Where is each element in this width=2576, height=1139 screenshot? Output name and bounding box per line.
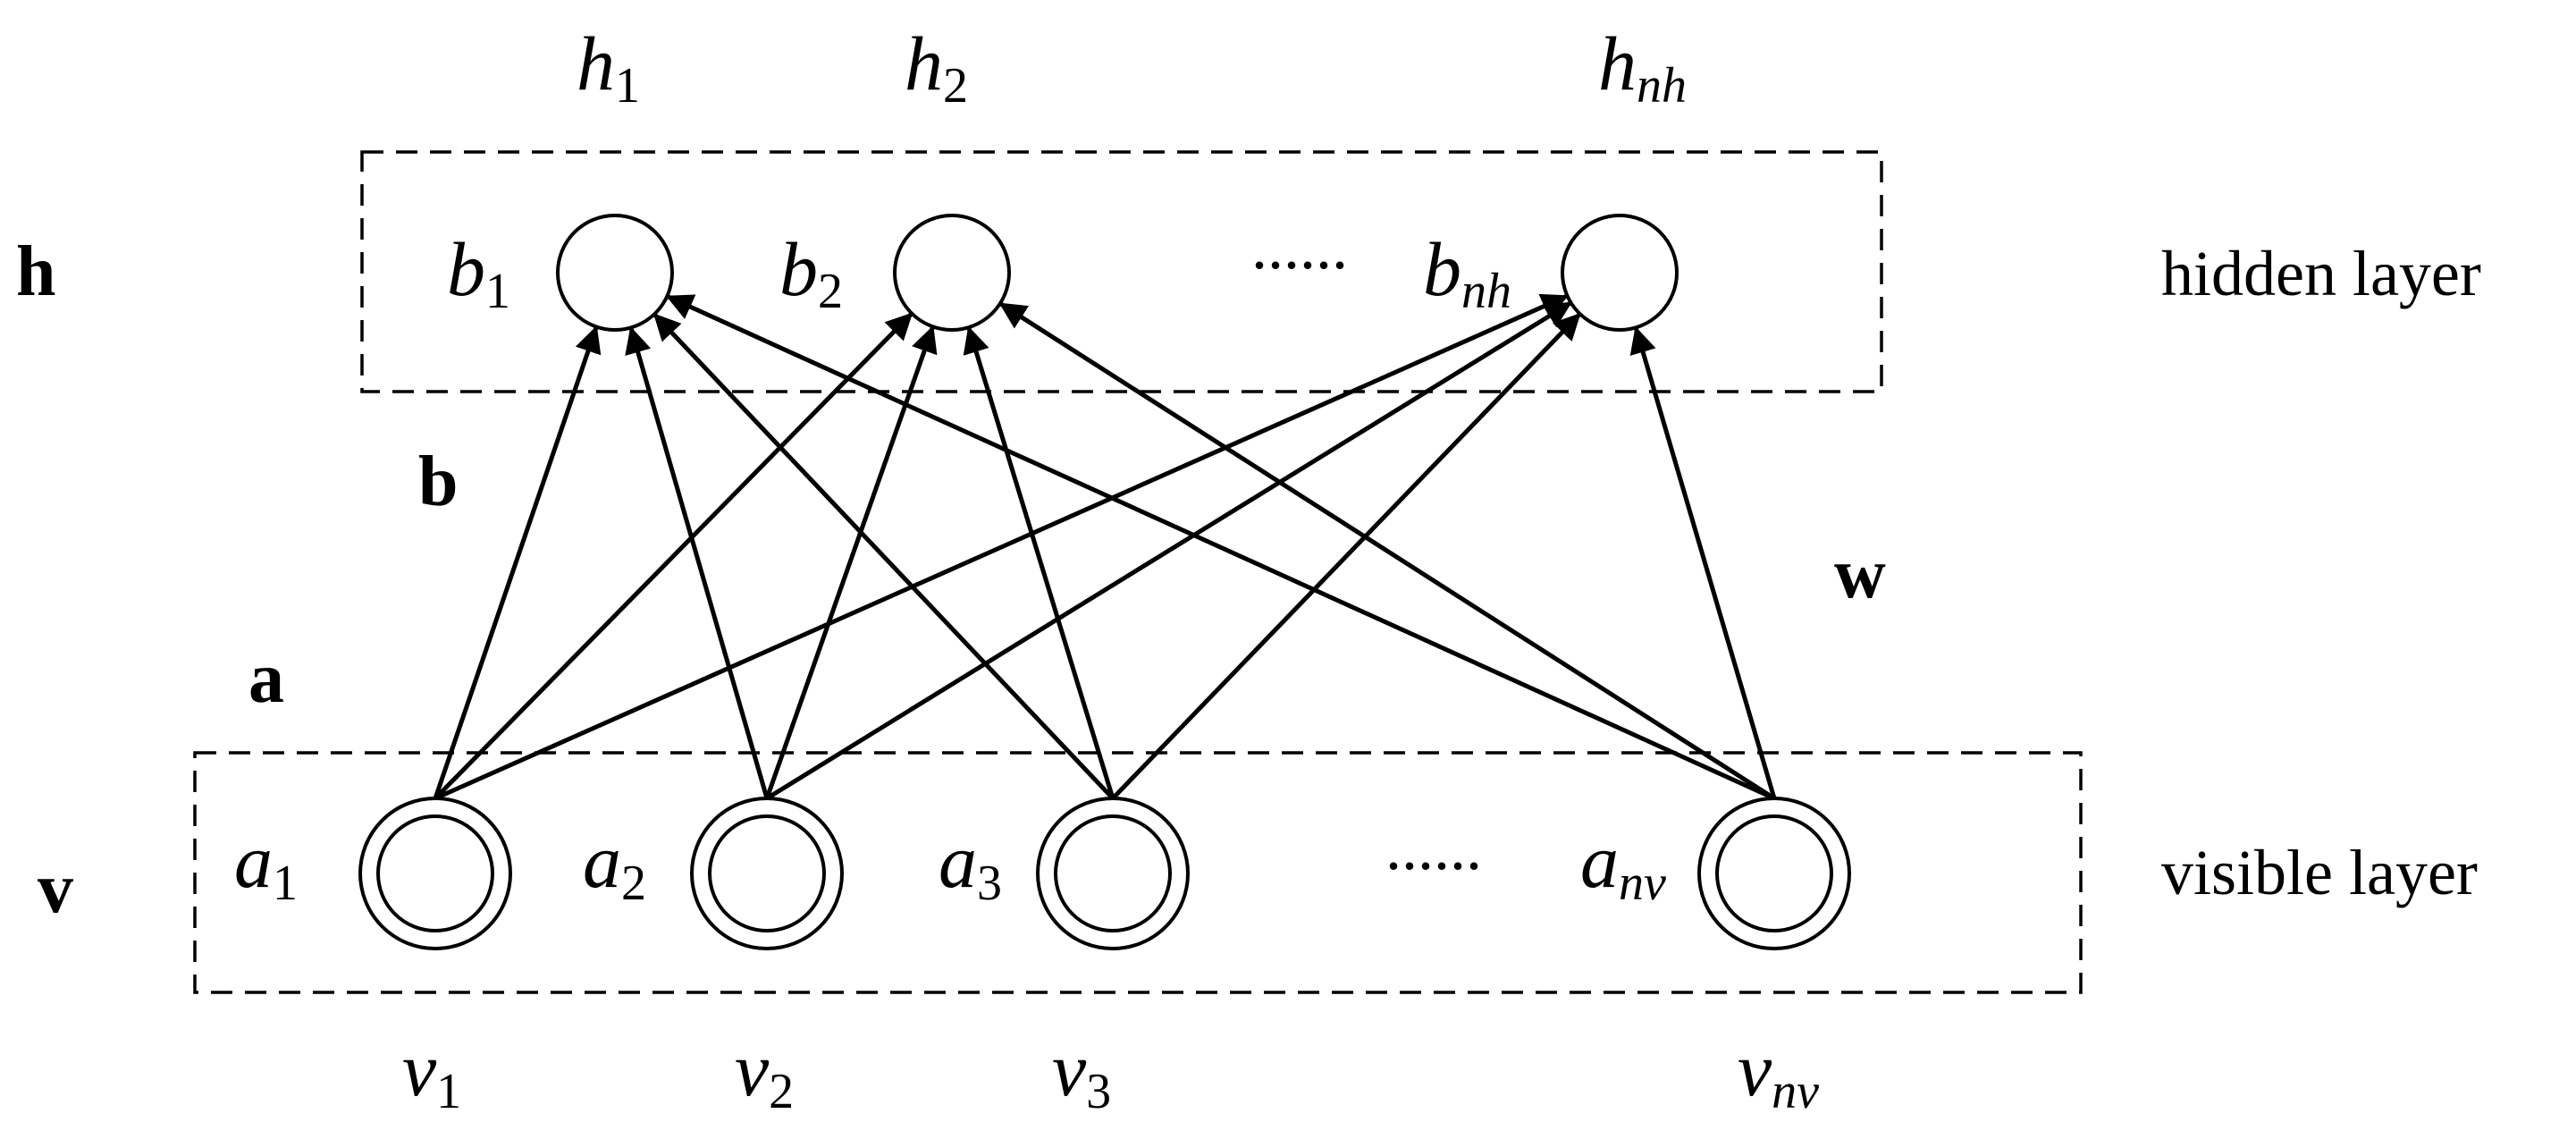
- visible-nodes: [358, 797, 1851, 950]
- connection-v4-h1: [665, 294, 1776, 801]
- hidden-ellipsis: ......: [1251, 211, 1348, 283]
- hidden-unit-label-nh: hnh: [1598, 21, 1687, 114]
- visible-bias-label-1: a1: [234, 818, 298, 911]
- hidden-bias-label-2: b2: [779, 226, 843, 319]
- visible-unit-label-3: v3: [1052, 1026, 1111, 1119]
- connection-v1-h3: [434, 293, 1569, 801]
- connection-v3-h2: [963, 325, 1115, 799]
- hidden-layer-title: hidden layer: [2161, 238, 2481, 309]
- weight-matrix-label: w: [1834, 535, 1886, 613]
- connection-v1-h1: [433, 325, 602, 799]
- visible-bias-label-3: a3: [939, 818, 1002, 911]
- hidden-bias-vector-label: b: [418, 443, 459, 521]
- visible-layer-title: visible layer: [2161, 837, 2478, 908]
- hidden-nodes: [556, 214, 1679, 332]
- visible-vector-label: v: [38, 849, 73, 928]
- visible-layer-box: [193, 751, 2083, 994]
- hidden-node-1: [556, 214, 674, 332]
- connection-v2-h2: [764, 325, 938, 799]
- visible-unit-label-nv: vnv: [1738, 1026, 1819, 1119]
- connection-v3-h1: [652, 312, 1115, 800]
- hidden-node-nh: [1561, 214, 1679, 332]
- visible-node-1-inner: [376, 814, 494, 932]
- connection-v2-h1: [625, 326, 770, 799]
- connection-v3-h3: [1111, 312, 1582, 800]
- hidden-unit-label-2: h2: [905, 21, 968, 114]
- visible-node-nv-inner: [1715, 814, 1833, 932]
- visible-unit-label-2: v2: [735, 1026, 794, 1119]
- hidden-layer-box: [360, 150, 1883, 393]
- hidden-unit-label-1: h1: [577, 21, 640, 114]
- connection-v2-h3: [765, 300, 1572, 801]
- weight-connections: [433, 293, 1777, 801]
- visible-node-2-inner: [708, 814, 826, 932]
- visible-ellipsis: ......: [1385, 812, 1482, 883]
- visible-unit-label-1: v1: [402, 1026, 461, 1119]
- visible-bias-label-nv: anv: [1580, 818, 1666, 911]
- visible-node-3-inner: [1054, 814, 1172, 932]
- visible-bias-label-2: a2: [583, 818, 646, 911]
- hidden-node-2: [893, 214, 1011, 332]
- hidden-bias-label-nh: bnh: [1423, 226, 1511, 319]
- connection-v4-h3: [1629, 325, 1777, 799]
- hidden-vector-label: h: [16, 232, 56, 311]
- connection-v1-h2: [434, 311, 913, 800]
- hidden-bias-label-1: b1: [447, 226, 510, 319]
- visible-bias-vector-label: a: [248, 639, 284, 718]
- connection-v4-h2: [998, 301, 1776, 801]
